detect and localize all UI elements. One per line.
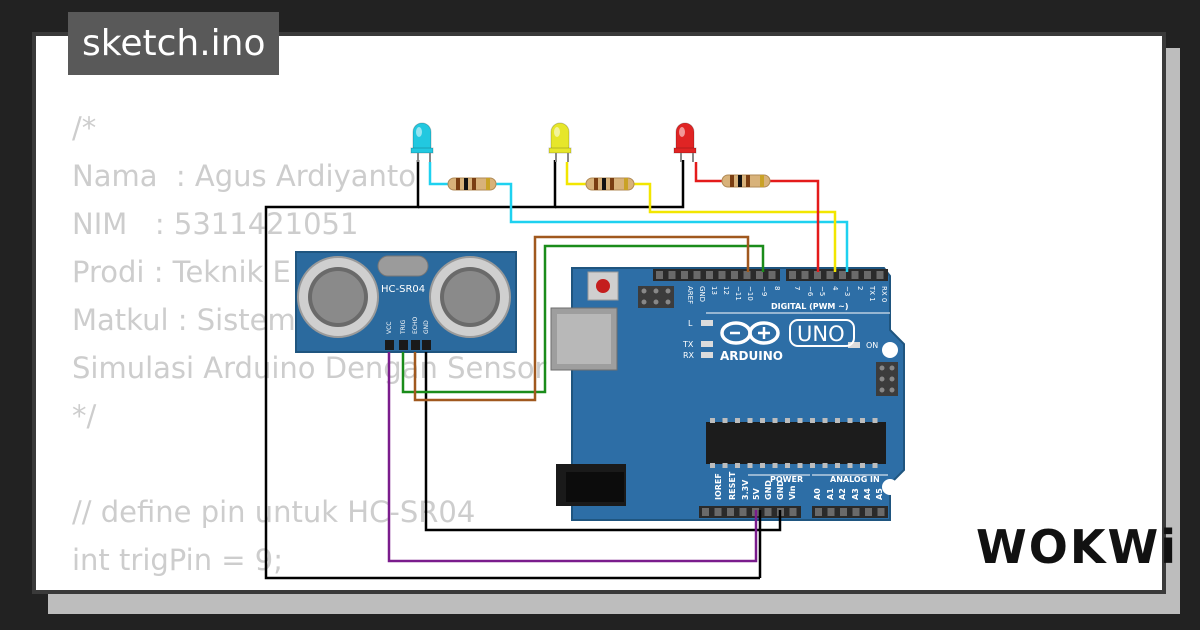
microcontroller-chip <box>706 422 886 464</box>
digital-pin-label: ~9 <box>760 286 768 296</box>
analog-pin-label: A5 <box>875 488 884 500</box>
led-label-l: L <box>688 319 693 328</box>
digital-pin-label: ~3 <box>843 286 851 296</box>
led-rx <box>701 352 713 358</box>
led-label-tx: TX <box>682 340 694 349</box>
digital-label: DIGITAL (PWM ~) <box>771 302 849 311</box>
digital-pin-label: 4 <box>831 286 839 291</box>
analog-pin-label: A0 <box>813 488 822 500</box>
code-line: */ <box>72 399 97 433</box>
digital-pin-label: RX 0 <box>880 286 888 302</box>
power-pin-label: GND <box>776 480 785 500</box>
wire-purple-vcc <box>387 352 758 563</box>
sensor-pin[interactable] <box>422 340 431 350</box>
digital-pin-label: 2 <box>856 286 864 290</box>
digital-pin-label: 7 <box>793 286 801 290</box>
wire-green-trig <box>401 244 765 394</box>
led-label-rx: RX <box>683 351 695 360</box>
sensor-pin[interactable] <box>385 340 394 350</box>
led-1-icon[interactable] <box>410 122 434 162</box>
power-pin-label: GND <box>764 480 773 500</box>
power-header <box>699 506 801 518</box>
crystal-oscillator <box>377 255 429 277</box>
digital-pin-label: TX 1 <box>868 285 876 302</box>
hc-sr04-sensor: HC-SR04 VCC TRIG ECHO GND <box>295 251 517 353</box>
led-3-icon[interactable] <box>673 122 697 162</box>
wire-black-gnd-led3 <box>555 160 685 209</box>
analog-pin-label: A4 <box>863 488 872 500</box>
digital-pin-label: 12 <box>722 286 730 295</box>
code-line: int trigPin = 9; <box>72 543 284 577</box>
analog-label: ANALOG IN <box>830 475 880 484</box>
wire-yellow-led2 <box>565 162 586 186</box>
sensor-pin[interactable] <box>399 340 408 350</box>
sensor-label: HC-SR04 <box>381 284 425 295</box>
wire-yellow-pin4 <box>634 182 837 272</box>
digital-header-right <box>786 269 888 281</box>
analog-header <box>812 506 888 518</box>
code-line: Prodi : Teknik E <box>72 255 291 289</box>
sensor-pin-label: VCC <box>386 322 393 334</box>
led-l <box>701 320 713 326</box>
wire-cyan-pin3 <box>496 182 849 272</box>
resistor <box>447 177 497 191</box>
ultrasonic-transducer-left <box>297 256 379 338</box>
digital-pin-label: ~11 <box>734 286 742 301</box>
code-line: Nama : Agus Ardiyanto <box>72 159 417 193</box>
power-pin-label: 5V <box>752 487 761 500</box>
analog-pin-label: A2 <box>838 488 847 500</box>
wires <box>264 160 849 580</box>
led-on <box>848 342 860 348</box>
resistor <box>585 177 635 191</box>
arduino-uno-board: AREF GND 13 12 ~11 ~10 ~9 8 7 ~6 ~5 4 ~3 2 TX 1 RX 0 DI… <box>550 267 905 521</box>
ultrasonic-transducer-right <box>429 256 511 338</box>
led-tx <box>701 341 713 347</box>
wire-black-sensor-gnd <box>424 352 782 532</box>
analog-pin-label: A3 <box>851 488 860 500</box>
led-2-icon[interactable] <box>548 122 572 162</box>
digital-pin-label: 13 <box>710 286 718 295</box>
file-name-title: sketch.ino <box>68 12 280 75</box>
arduino-logo-icon <box>720 321 780 345</box>
power-pin-label: IOREF <box>714 473 723 500</box>
sensor-pin-label: GND <box>423 320 430 334</box>
power-pin-label: RESET <box>728 471 737 500</box>
sensor-pin-label: TRIG <box>400 319 407 335</box>
code-line: Matkul : Sistem <box>72 303 296 337</box>
wire-red-pin5 <box>770 179 820 272</box>
arduino-brand-text: ARDUINO <box>720 349 783 363</box>
digital-pin-label: ~10 <box>746 286 754 301</box>
arduino-model-text: UNO <box>797 322 845 346</box>
wire-brown-echo <box>413 235 750 402</box>
power-label: POWER <box>770 475 803 484</box>
led-label-on: ON <box>866 341 878 350</box>
power-pin-label: Vin <box>788 485 797 500</box>
wire-red-led3 <box>694 162 722 183</box>
wire-black-gnd-bus <box>264 160 760 580</box>
digital-pin-label: ~5 <box>818 286 826 296</box>
code-line: Simulasi Arduino Dengan Sensor <box>72 351 547 385</box>
digital-pin-label: AREF <box>686 286 694 304</box>
digital-pin-label: GND <box>698 286 706 302</box>
digital-pin-label: ~6 <box>806 286 814 297</box>
power-pin-label: 3.3V <box>741 479 750 500</box>
wokwi-logo: WOKWi <box>976 520 1178 574</box>
sensor-pin[interactable] <box>411 340 420 350</box>
wire-cyan-led1 <box>428 162 448 186</box>
code-line: // define pin untuk HC-SR04 <box>72 495 476 529</box>
sensor-pin-label: ECHO <box>412 317 419 334</box>
resistor <box>721 174 771 188</box>
digital-pin-label: 8 <box>773 286 781 290</box>
analog-pin-label: A1 <box>826 488 835 500</box>
code-line: /* <box>72 111 97 145</box>
